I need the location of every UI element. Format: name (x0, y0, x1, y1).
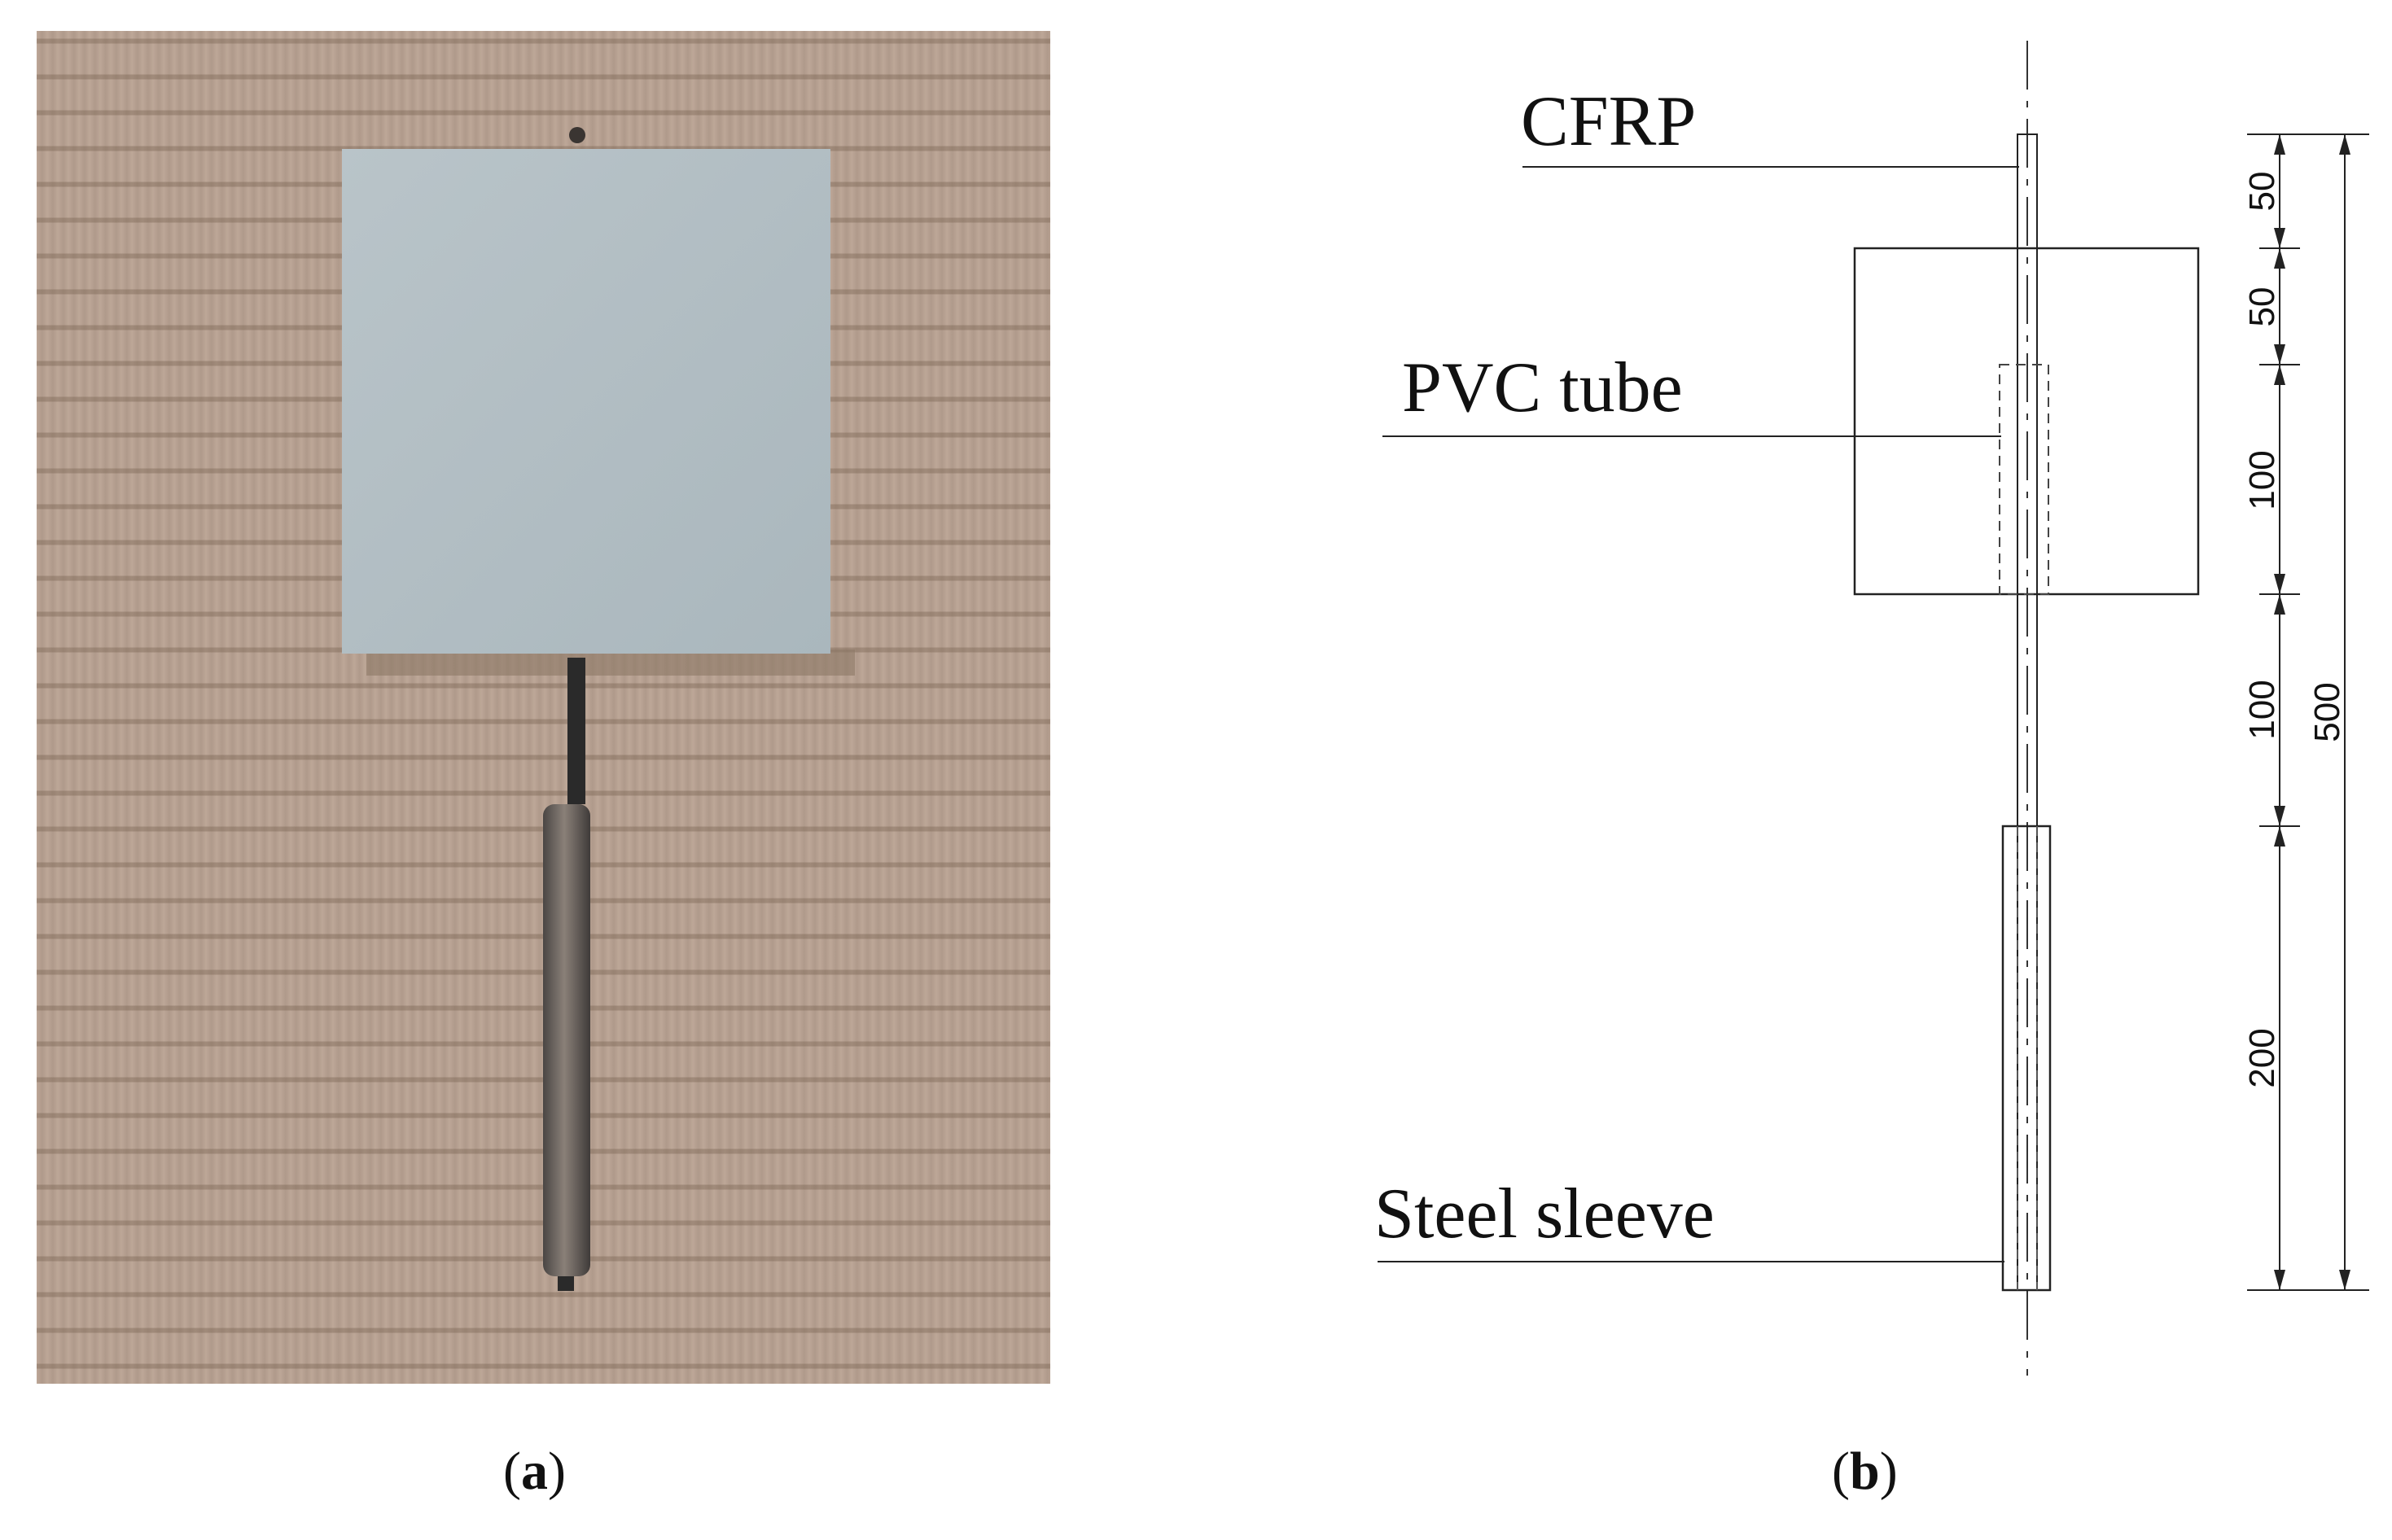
label-steel-sleeve: Steel sleeve (1374, 1175, 1715, 1253)
dim-100-bond: 100 (2242, 450, 2282, 510)
concrete-cube (342, 149, 830, 654)
caption-a: (a) (503, 1442, 566, 1501)
dim-500-total: 500 (2307, 682, 2347, 742)
label-cfrp: CFRP (1521, 82, 1696, 161)
dim-100-free: 100 (2242, 680, 2282, 739)
dim-50-embed: 50 (2242, 287, 2282, 327)
dim-50-top: 50 (2242, 172, 2282, 212)
schematic-svg: CFRP PVC tube Steel sleeve (1374, 41, 2369, 1376)
specimen-schematic: CFRP PVC tube Steel sleeve (1303, 24, 2392, 1424)
sleeve-end (558, 1276, 574, 1291)
cfrp-bar (567, 658, 585, 804)
steel-sleeve-outline (2001, 825, 2052, 1292)
steel-sleeve (543, 804, 590, 1276)
top-nub (569, 127, 585, 143)
pvc-tube-outline (1999, 364, 2049, 595)
specimen-photo (37, 31, 1050, 1384)
dim-arrows (2274, 134, 2350, 1290)
dim-200-sleeve: 200 (2242, 1028, 2282, 1087)
cube-shadow (366, 650, 855, 676)
specimen-illustration (342, 127, 855, 1291)
label-pvc-tube: PVC tube (1402, 348, 1683, 427)
caption-b: (b) (1832, 1442, 1898, 1501)
